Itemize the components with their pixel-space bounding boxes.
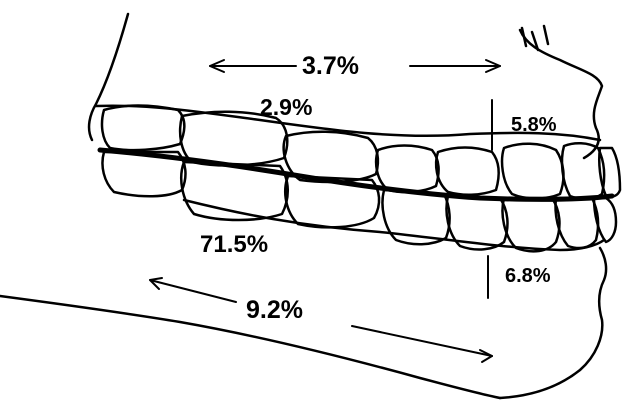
upper-tooth-5 xyxy=(436,148,498,195)
upper-span-label: 3.7% xyxy=(302,54,359,79)
lower-teeth-label: 71.5% xyxy=(200,233,268,257)
nose-hair-3 xyxy=(544,26,548,44)
upper-tooth-7 xyxy=(562,143,604,199)
skull-back-line xyxy=(89,14,128,140)
upper-tooth-8 xyxy=(599,148,620,197)
upper-tooth-1 xyxy=(102,106,184,151)
upper-teeth-label: 2.9% xyxy=(260,96,312,119)
lower-tooth-6 xyxy=(503,198,560,251)
jaw-span-label: 9.2% xyxy=(246,298,303,323)
upper-front-label: 5.8% xyxy=(511,115,557,135)
jaw-span-arrow xyxy=(150,278,492,362)
upper-tooth-4 xyxy=(376,146,438,193)
lower-tooth-7 xyxy=(556,198,599,248)
upper-tooth-6 xyxy=(502,144,563,199)
lower-front-label: 6.8% xyxy=(505,266,551,286)
